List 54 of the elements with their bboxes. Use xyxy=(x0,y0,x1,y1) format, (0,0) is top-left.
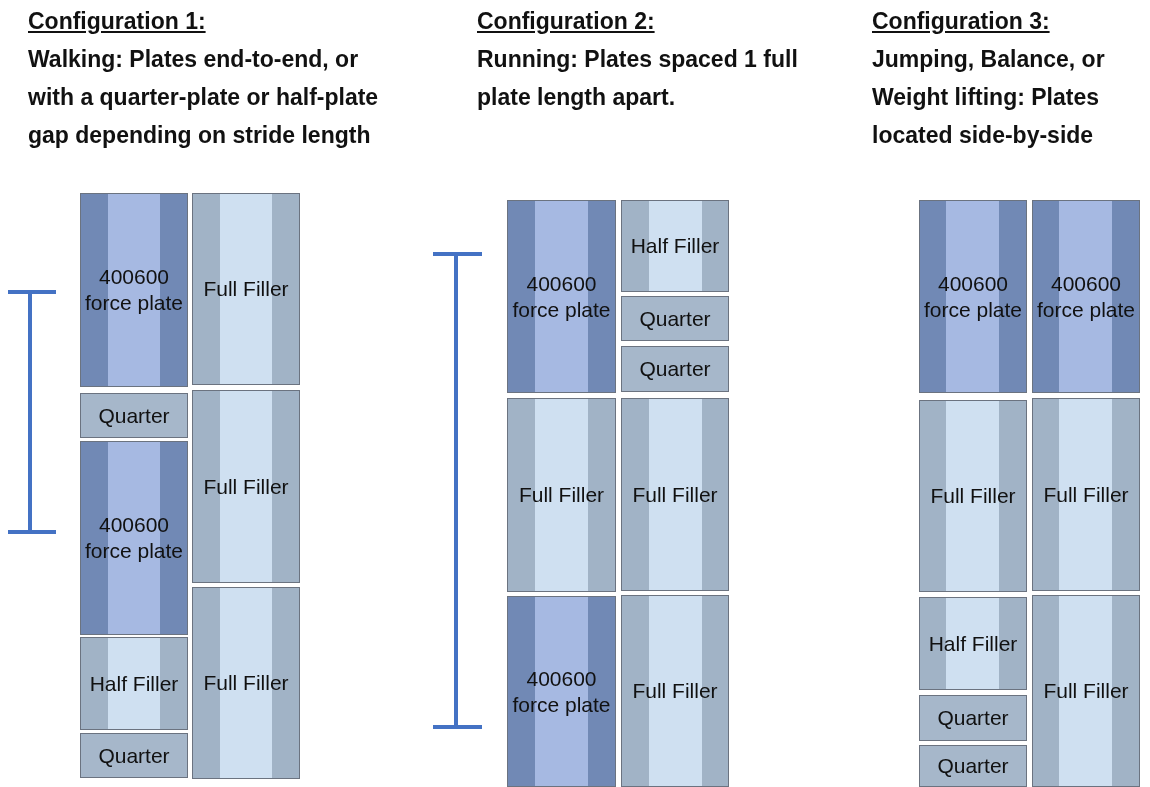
quarter-plate xyxy=(919,695,1027,741)
quarter-plate xyxy=(621,296,729,341)
configuration-heading: Configuration 1: xyxy=(28,7,207,36)
filler-plate xyxy=(621,398,729,591)
plate-label: Quarter xyxy=(937,753,1009,779)
plate-label: Quarter xyxy=(937,705,1009,731)
quarter-plate xyxy=(80,393,188,438)
force-plate xyxy=(80,193,188,387)
plate-label: Full Filler xyxy=(1043,678,1129,704)
plate-label: Quarter xyxy=(98,742,170,769)
plate-label: Full Filler xyxy=(930,483,1016,509)
plate-label: Quarter xyxy=(639,356,711,382)
plate-label: Full Filler xyxy=(518,482,605,508)
plate-label: 400600 force plate xyxy=(922,270,1024,323)
plate-label: 400600 force plate xyxy=(83,512,185,564)
plate-label: Half Filler xyxy=(630,233,720,259)
force-plate xyxy=(507,200,616,393)
plate-label: Full Filler xyxy=(1043,481,1129,508)
filler-plate xyxy=(919,597,1027,690)
configuration-heading: Configuration 2: xyxy=(477,7,656,36)
force-plate xyxy=(80,441,188,635)
plate-label: Full Filler xyxy=(203,276,289,302)
filler-plate xyxy=(507,398,616,592)
force-plate xyxy=(507,596,616,787)
quarter-plate xyxy=(80,733,188,778)
filler-plate xyxy=(192,390,300,583)
quarter-plate xyxy=(919,745,1027,787)
filler-plate xyxy=(80,637,188,730)
plate-label: 400600 force plate xyxy=(511,665,612,718)
filler-plate xyxy=(1032,398,1140,591)
filler-plate xyxy=(192,587,300,779)
filler-plate xyxy=(621,595,729,787)
plate-label: 400600 force plate xyxy=(511,270,612,323)
configuration-description: Walking: Plates end-to-end, or with a quarter-plate or half-plate gap depending on stride length xyxy=(28,45,380,150)
plate-label: Full Filler xyxy=(203,670,289,696)
force-plate xyxy=(1032,200,1140,393)
plate-label: 400600 force plate xyxy=(83,264,185,316)
filler-plate xyxy=(621,200,729,292)
plate-label: Full Filler xyxy=(632,678,718,704)
plate-label: Half Filler xyxy=(89,670,179,697)
quarter-plate xyxy=(621,346,729,392)
plate-label: Full Filler xyxy=(632,481,718,508)
filler-plate xyxy=(192,193,300,385)
filler-plate xyxy=(919,400,1027,592)
filler-plate xyxy=(1032,595,1140,787)
plate-label: 400600 force plate xyxy=(1035,270,1137,323)
configuration-description: Running: Plates spaced 1 full plate length apart. xyxy=(477,45,799,112)
configuration-description: Jumping, Balance, or Weight lifting: Plates located side-by-side xyxy=(872,45,1106,150)
plate-label: Quarter xyxy=(639,305,711,332)
configuration-heading: Configuration 3: xyxy=(872,7,1051,36)
force-plate xyxy=(919,200,1027,393)
plate-label: Quarter xyxy=(98,402,170,429)
plate-label: Full Filler xyxy=(203,473,289,500)
plate-label: Half Filler xyxy=(928,630,1018,657)
